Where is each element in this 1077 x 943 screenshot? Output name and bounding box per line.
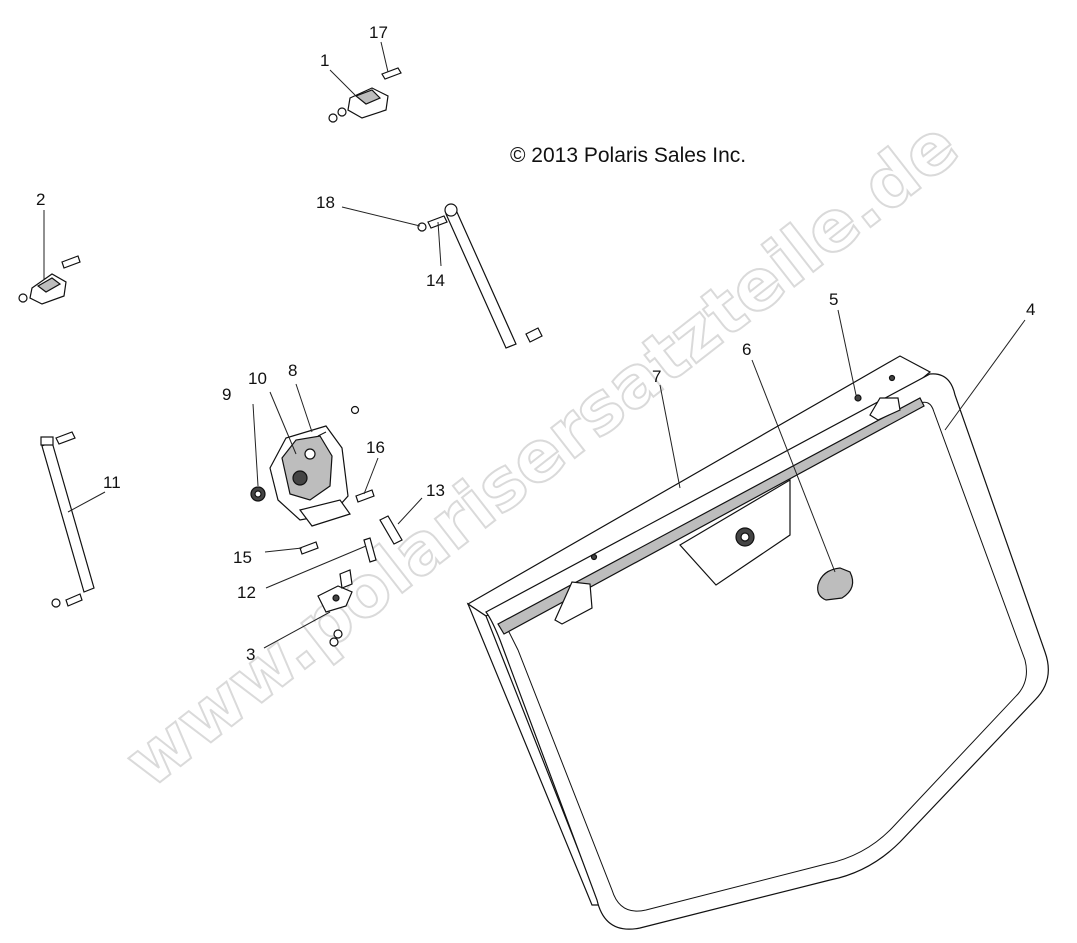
leader-lines [43, 41, 1026, 649]
callout-14: 14 [426, 271, 445, 290]
callout-5: 5 [829, 290, 838, 309]
callout-6: 6 [742, 340, 751, 359]
callout-11: 11 [103, 473, 121, 492]
gas-strut-left[interactable] [40, 431, 95, 608]
callout-18: 18 [316, 193, 335, 212]
striker-plate-part-3[interactable] [317, 569, 353, 647]
windshield-panel[interactable] [466, 355, 1049, 930]
callout-9: 9 [222, 385, 231, 404]
callout-1: 1 [320, 51, 329, 70]
gas-strut-upper[interactable] [417, 203, 543, 349]
clamp-part-1[interactable] [328, 87, 389, 123]
callout-7: 7 [652, 367, 661, 386]
callout-labels: 1 17 2 18 14 5 4 6 7 10 8 9 16 11 13 15 … [36, 23, 1035, 664]
callout-3: 3 [246, 645, 255, 664]
callout-4: 4 [1026, 300, 1035, 319]
callout-10: 10 [248, 369, 267, 388]
callout-13: 13 [426, 481, 445, 500]
callout-17: 17 [369, 23, 388, 42]
copyright-notice: © 2013 Polaris Sales Inc. [510, 144, 746, 167]
callout-2: 2 [36, 190, 45, 209]
bolt-part-17[interactable] [381, 67, 402, 80]
callout-8: 8 [288, 361, 297, 380]
clamp-part-2[interactable] [18, 255, 81, 305]
latch-assembly[interactable] [250, 405, 403, 563]
callout-12: 12 [237, 583, 256, 602]
callout-15: 15 [233, 548, 252, 567]
callout-16: 16 [366, 438, 385, 457]
